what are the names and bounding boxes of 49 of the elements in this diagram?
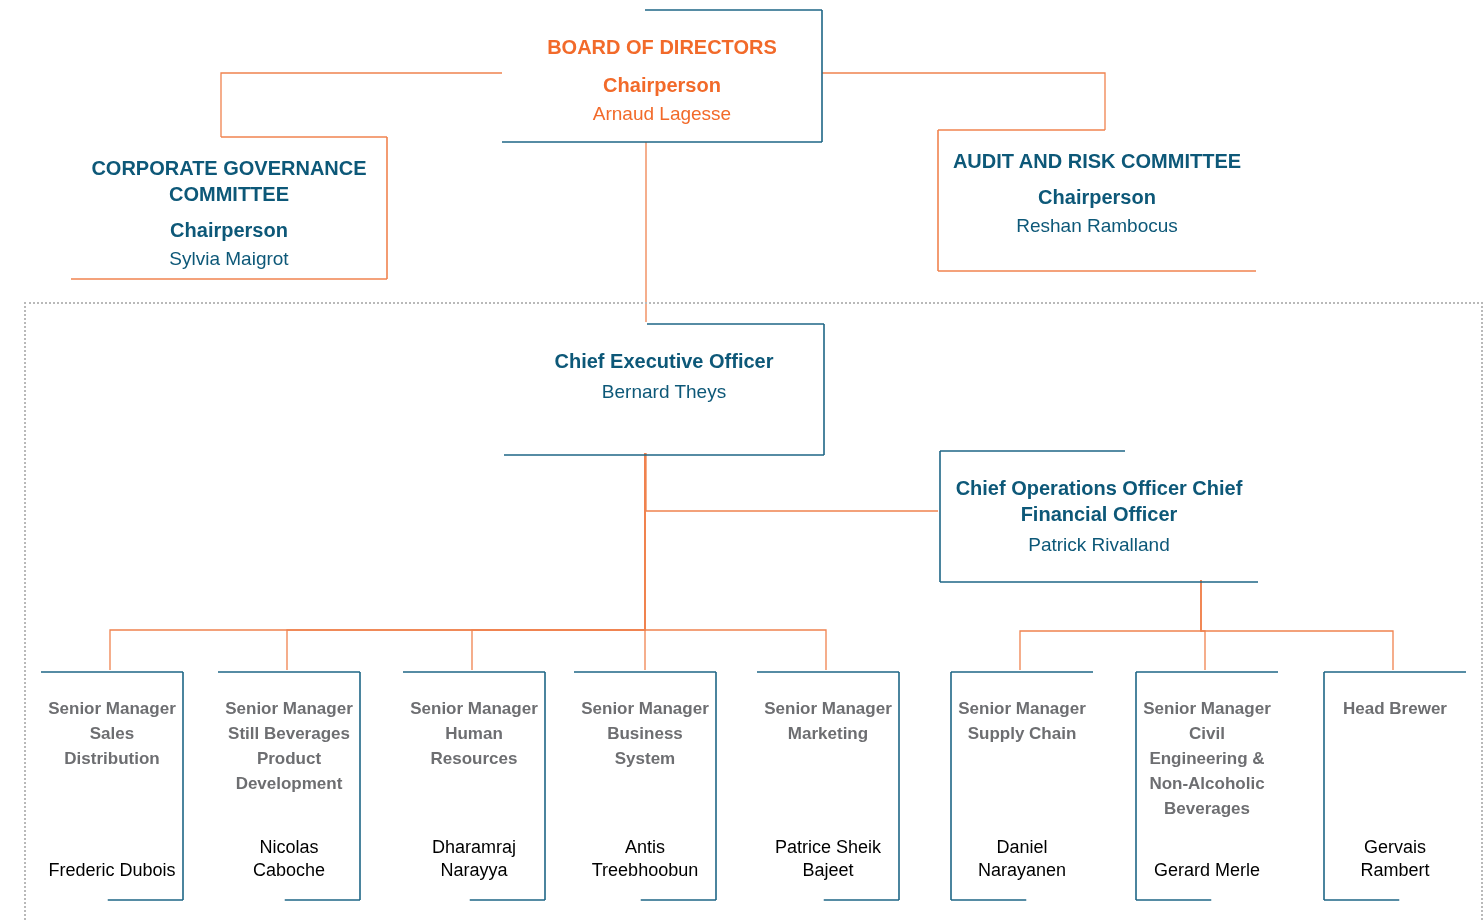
board-box (502, 10, 822, 142)
person-name: Bernard Theys (600, 380, 728, 404)
role-title: Senior Manager Supply Chain (957, 698, 1087, 745)
person-name: Gervais Rambert (1359, 836, 1431, 882)
person-name: Frederic Dubois (47, 859, 177, 882)
committee-box (71, 137, 387, 279)
person-name: Reshan Rambocus (1015, 214, 1179, 238)
role-title: Senior Manager Business System (580, 698, 710, 770)
connector-line (821, 72, 1106, 131)
role-title: Head Brewer (1342, 698, 1448, 720)
person-name: Arnaud Lagesse (591, 102, 733, 126)
person-name: Dharamraj Narayya (431, 836, 517, 882)
person-name: Gerard Merle (1153, 859, 1261, 882)
role-title: Senior Manager Sales Distribution (47, 698, 177, 770)
manager-box (951, 672, 1093, 900)
person-name: Sylvia Maigrot (168, 247, 290, 271)
committee-heading: AUDIT AND RISK COMMITTEE (951, 149, 1243, 174)
role-title: Senior Manager Still Beverages Product Development (224, 698, 354, 795)
connector-line (1200, 579, 1394, 671)
person-name: Daniel Narayanen (976, 836, 1068, 882)
manager-box (403, 672, 545, 900)
manager-box (41, 672, 183, 900)
executive-box (940, 451, 1258, 582)
person-name: Antis Treebhoobun (590, 836, 700, 882)
manager-box (574, 672, 716, 900)
executive-box (504, 324, 824, 455)
connector-line (645, 452, 939, 512)
manager-box (757, 672, 899, 900)
committee-heading: CORPORATE GOVERNANCE COMMITTEE (90, 156, 368, 207)
person-name: Nicolas Caboche (251, 836, 327, 882)
manager-box (1136, 672, 1278, 900)
person-name: Patrick Rivalland (1027, 533, 1171, 557)
role-title: Chief Executive Officer (553, 349, 775, 374)
person-name: Patrice Sheik Bajeet (773, 836, 883, 882)
manager-box (218, 672, 360, 900)
role-title: Senior Manager Civil Engineering & Non-Alcoholic Beverages (1142, 698, 1272, 820)
committee-box (938, 130, 1256, 271)
role-title: Chairperson (602, 73, 722, 98)
connector-line (220, 72, 503, 138)
executive-area (24, 302, 1483, 920)
role-title: Senior Manager Human Resources (409, 698, 539, 770)
role-title: Chief Operations Officer Chief Financial Officer (954, 476, 1244, 527)
role-title: Senior Manager Marketing (763, 698, 893, 745)
connector-line (644, 452, 827, 671)
board-heading: BOARD OF DIRECTORS (546, 35, 778, 60)
role-title: Chairperson (1037, 185, 1157, 210)
connector-line (645, 141, 647, 323)
manager-box (1324, 672, 1466, 900)
role-title: Chairperson (169, 218, 289, 243)
